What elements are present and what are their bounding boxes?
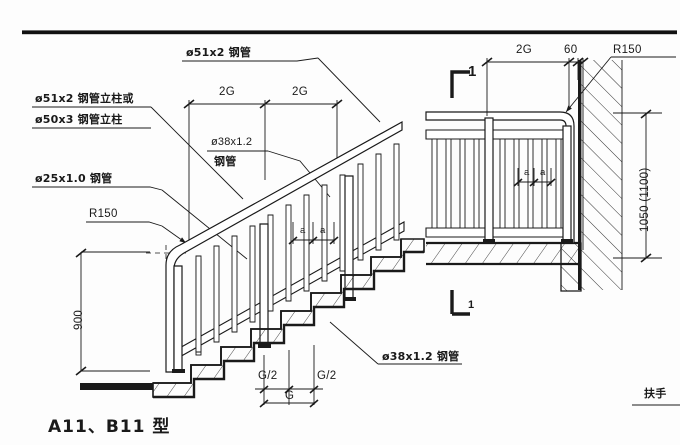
wall-section — [560, 60, 623, 292]
section-cut-marks — [450, 70, 470, 316]
left-view-group — [32, 57, 462, 408]
dim-g: G — [285, 390, 295, 402]
dim-g-half-left: G/2 — [258, 370, 278, 382]
sheet-top-border — [22, 30, 677, 35]
note-25x10: ø25x1.0 钢管 — [35, 172, 113, 185]
dim-height-1050: 1050 (1100) — [639, 167, 651, 232]
right-view-group — [425, 56, 680, 406]
stair-profile — [80, 238, 425, 399]
leader-radius-right — [565, 56, 676, 113]
section-mark-bottom: 1 — [468, 299, 475, 311]
dimension-a-right-view — [513, 168, 556, 187]
dim-a-left: a — [300, 225, 306, 236]
dimension-a-left-view — [288, 222, 339, 245]
posts-inclined — [173, 175, 354, 373]
leader-lines-left — [32, 57, 462, 365]
dim-a-right-right-view: a — [540, 167, 546, 178]
note-radius-left: R150 — [89, 208, 118, 220]
note-38x12-cjk: 钢管 — [214, 155, 237, 168]
dim-a-left-right-view: a — [524, 167, 530, 178]
dimension-1050 — [613, 109, 662, 263]
dimension-900 — [75, 248, 150, 376]
note-51x2-post: ø51x2 钢管立柱或 — [35, 92, 134, 105]
note-51x2-top: ø51x2 钢管 — [186, 46, 252, 59]
dimension-g-cluster — [255, 345, 323, 408]
dim-2g-right: 2G — [292, 86, 308, 98]
dim-g-half-right: G/2 — [317, 370, 337, 382]
dim-height-900: 900 — [73, 309, 85, 330]
dimension-2g-60 — [481, 57, 589, 250]
note-38x12: ø38x1.2 — [211, 136, 253, 148]
upper-rail-horizontal — [425, 129, 567, 140]
dimension-2g-left — [183, 99, 343, 248]
note-38x12-right: ø38x1.2 钢管 — [382, 350, 460, 363]
dim-2g: 2G — [516, 44, 532, 56]
note-radius-right: R150 — [613, 44, 642, 56]
dim-2g-left: 2G — [219, 86, 235, 98]
post-base-plates-right — [483, 239, 573, 243]
page-title: A11、B11 型 — [48, 417, 171, 437]
dim-60: 60 — [564, 44, 578, 56]
note-50x3-post: ø50x3 钢管立柱 — [35, 113, 123, 126]
post-base-plates — [172, 297, 356, 373]
lower-rail-horizontal — [425, 227, 567, 238]
floor-slab — [426, 241, 578, 266]
section-mark-top: 1 — [468, 63, 477, 80]
dim-a-right: a — [320, 225, 326, 236]
balusters-horizontal — [431, 138, 562, 229]
note-handrail: 扶手 — [644, 387, 667, 400]
